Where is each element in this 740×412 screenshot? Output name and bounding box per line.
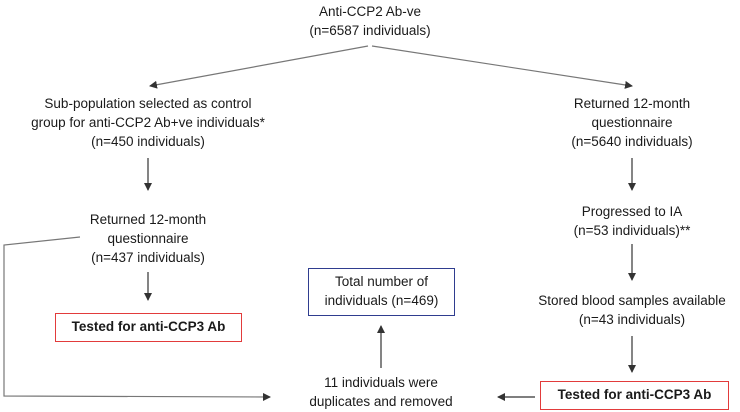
stored-samples-line2: (n=43 individuals) bbox=[578, 312, 686, 327]
root-line2: (n=6587 individuals) bbox=[309, 23, 431, 38]
tested-box-right: Tested for anti-CCP3 Ab bbox=[540, 381, 729, 410]
progressed-line1: Progressed to IA bbox=[581, 204, 683, 219]
duplicates-line1: 11 individuals were bbox=[324, 375, 438, 390]
control-group-line2: group for anti-CCP2 Ab+ve individuals* bbox=[31, 115, 265, 130]
duplicates-line2: duplicates and removed bbox=[309, 394, 453, 409]
arrow-root-to-control bbox=[149, 45, 369, 89]
stored-samples-node: Stored blood samples available (n=43 ind… bbox=[532, 291, 732, 329]
arrow-root-to-right-questionnaire bbox=[371, 45, 633, 89]
right-questionnaire-node: Returned 12-month questionnaire (n=5640 … bbox=[552, 94, 712, 151]
total-line1: Total number of bbox=[334, 274, 429, 289]
left-questionnaire-node: Returned 12-month questionnaire (n=437 i… bbox=[70, 210, 226, 267]
right-questionnaire-line2: questionnaire bbox=[591, 115, 673, 130]
right-questionnaire-line3: (n=5640 individuals) bbox=[571, 134, 693, 149]
control-group-node: Sub-population selected as control group… bbox=[10, 94, 286, 151]
left-questionnaire-line1: Returned 12-month bbox=[89, 212, 207, 227]
total-line2: individuals (n=469) bbox=[324, 293, 439, 308]
root-node: Anti-CCP2 Ab-ve (n=6587 individuals) bbox=[300, 2, 440, 40]
tested-box-left: Tested for anti-CCP3 Ab bbox=[55, 313, 242, 342]
left-questionnaire-line3: (n=437 individuals) bbox=[91, 250, 205, 265]
control-group-line3: (n=450 individuals) bbox=[91, 134, 205, 149]
root-line1: Anti-CCP2 Ab-ve bbox=[318, 4, 422, 19]
progressed-node: Progressed to IA (n=53 individuals)** bbox=[557, 202, 707, 240]
control-group-line1: Sub-population selected as control bbox=[44, 96, 252, 111]
right-questionnaire-line1: Returned 12-month bbox=[573, 96, 691, 111]
total-box: Total number of individuals (n=469) bbox=[308, 268, 455, 316]
duplicates-node: 11 individuals were duplicates and remov… bbox=[291, 373, 471, 411]
stored-samples-line1: Stored blood samples available bbox=[538, 293, 726, 308]
progressed-line2: (n=53 individuals)** bbox=[573, 223, 691, 238]
left-questionnaire-line2: questionnaire bbox=[107, 231, 189, 246]
arrow-left-bracket-to-duplicates bbox=[3, 236, 271, 401]
